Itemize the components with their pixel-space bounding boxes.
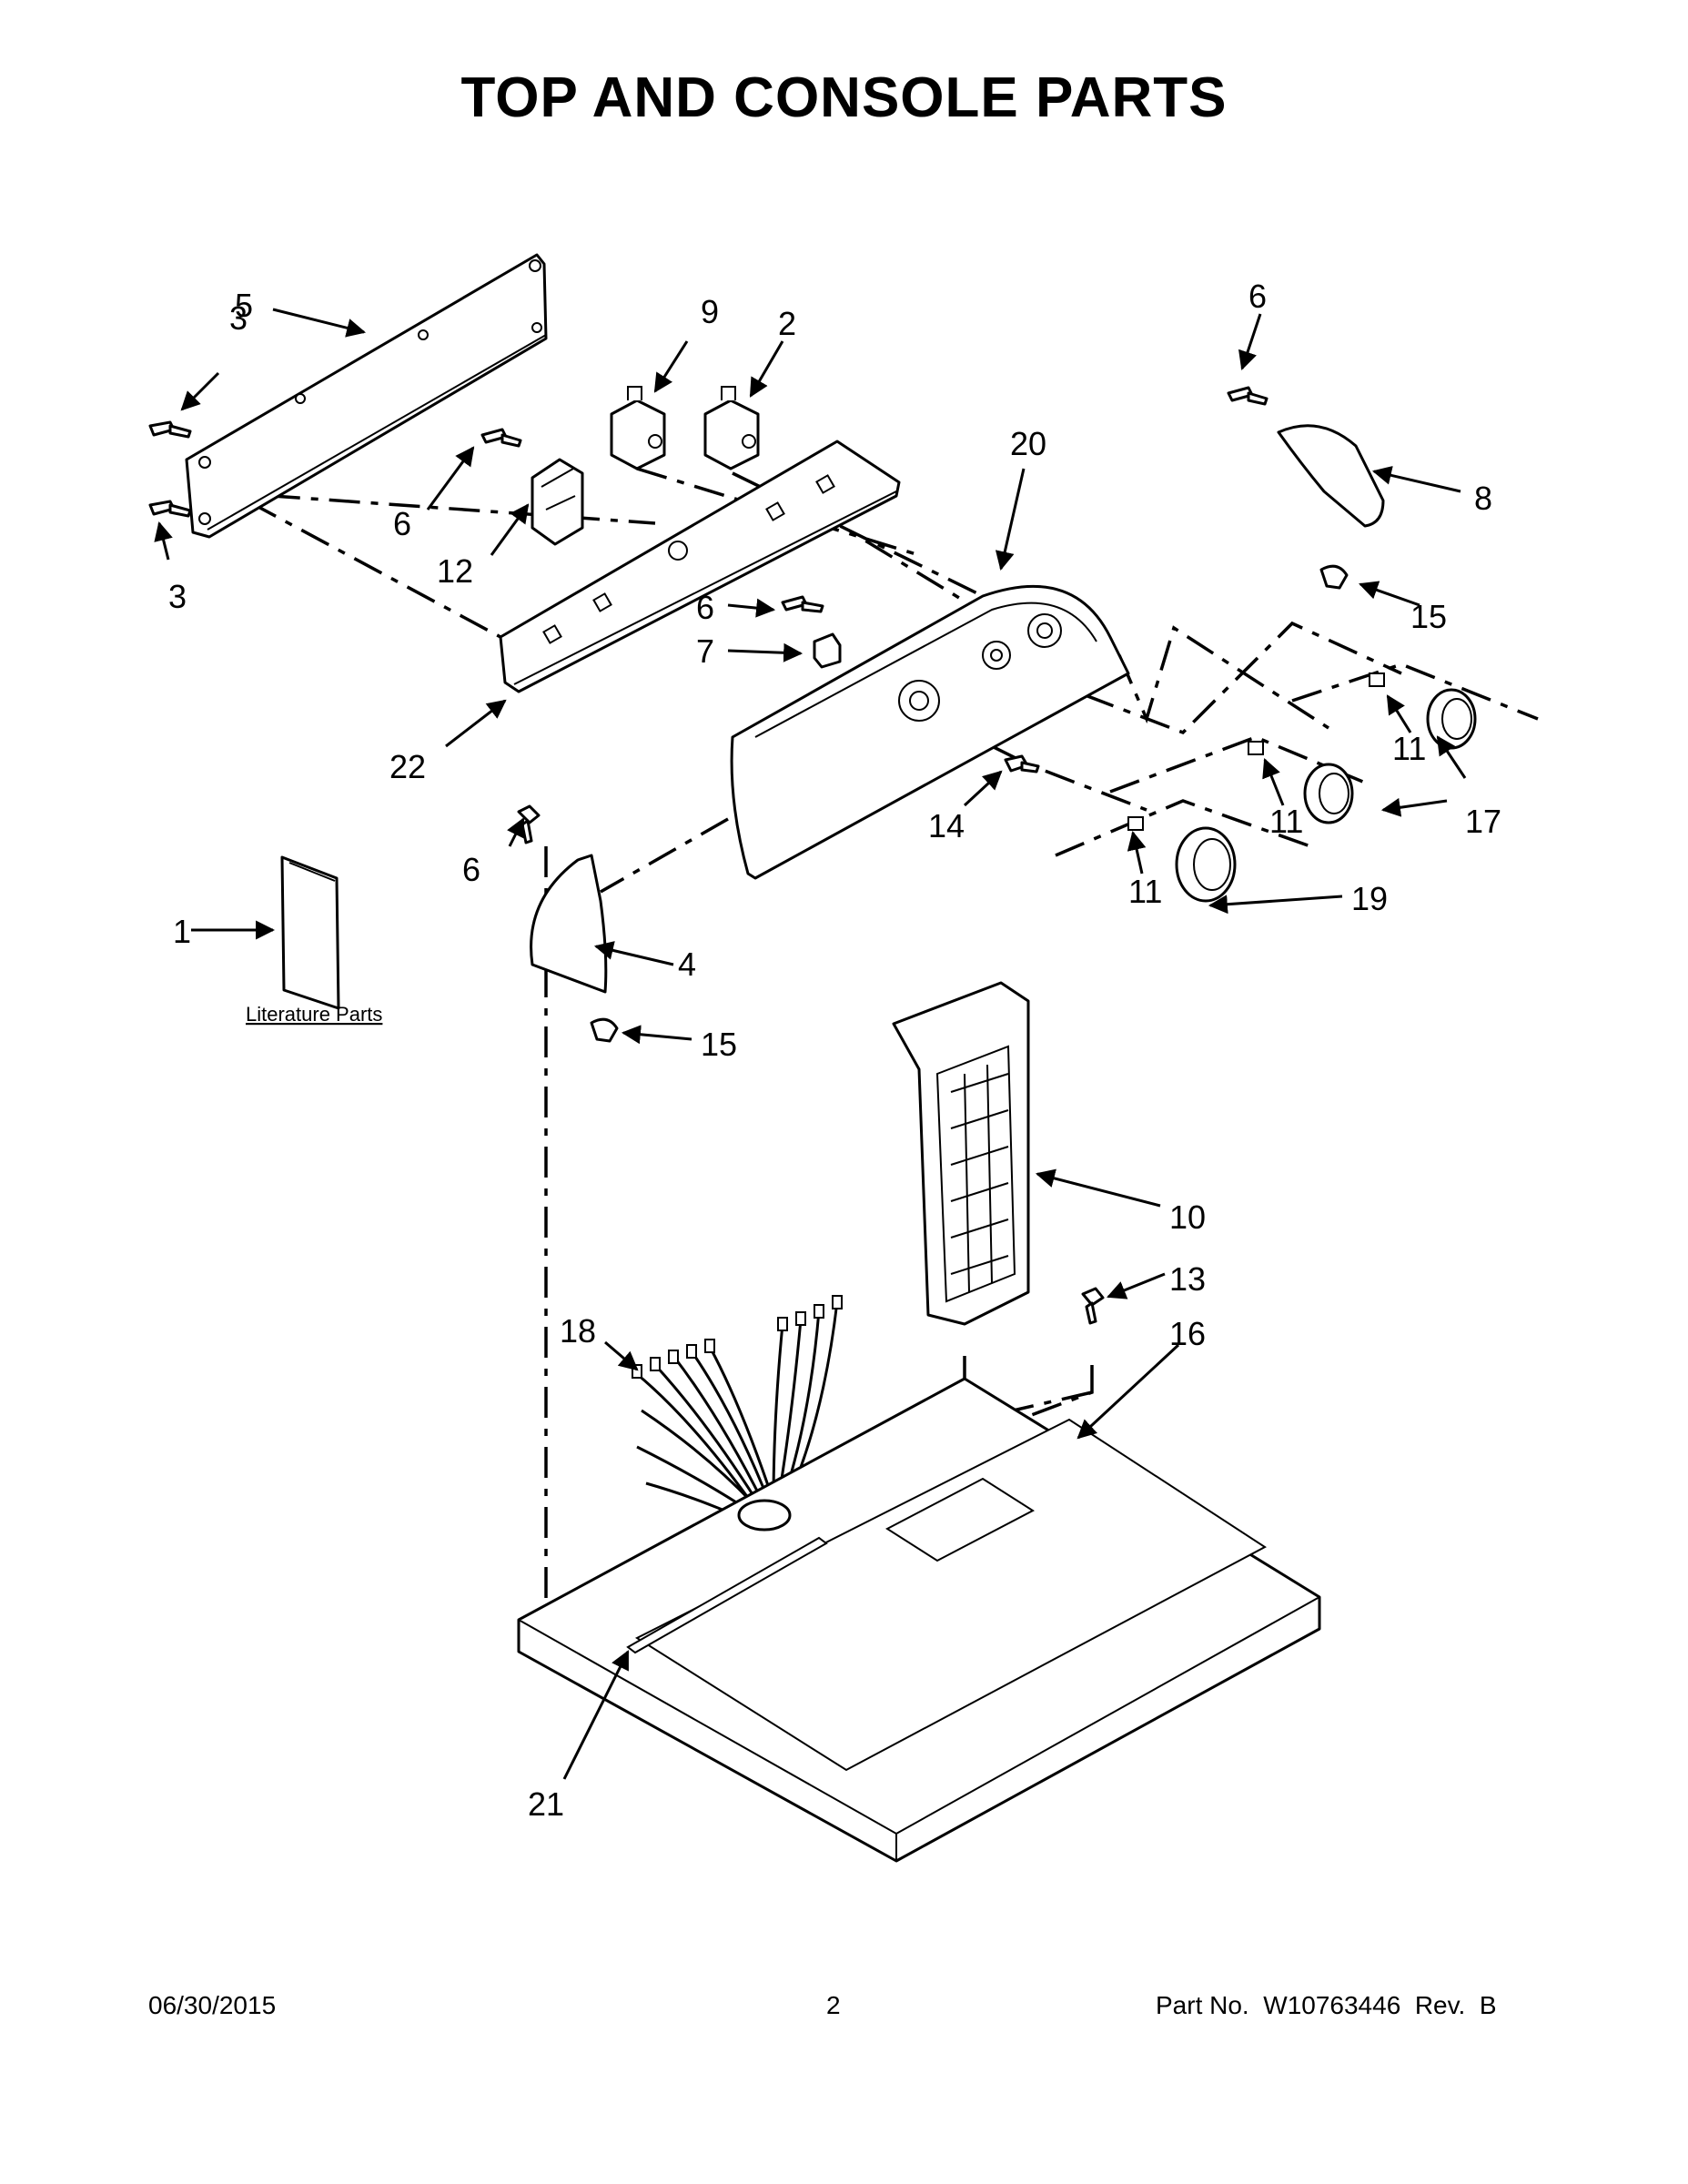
callout-3: 3: [229, 299, 248, 337]
callout-6: 6: [393, 505, 411, 542]
callout-6: 6: [462, 851, 480, 888]
callout-labels: 1 2 3 3 4 5 6 6 6 6 7 8 9 10 11 11 11 12…: [168, 278, 1501, 1823]
screw-part: [148, 420, 192, 518]
callout-11: 11: [1269, 803, 1303, 840]
callout-leaders: [154, 308, 1467, 1780]
callout-3: 3: [168, 578, 187, 615]
callout-19: 19: [1351, 880, 1388, 917]
literature-parts-link[interactable]: Literature Parts: [246, 1003, 382, 1026]
rear-panel-part: [185, 253, 548, 539]
callout-1: 1: [173, 913, 191, 950]
callout-8: 8: [1474, 480, 1492, 517]
switch-part: [610, 386, 760, 470]
lint-screen-part: [892, 981, 1030, 1326]
callout-4: 4: [678, 945, 696, 983]
footer-part-number: Part No. W10763446 Rev. B: [1156, 1991, 1497, 2019]
console-part: [730, 584, 1130, 880]
callout-11: 11: [1128, 873, 1162, 910]
page-title: TOP AND CONSOLE PARTS: [460, 66, 1228, 129]
end-cap-part: [530, 854, 608, 994]
callout-7: 7: [696, 632, 714, 670]
top-panel-part: [517, 1377, 1321, 1863]
footer-page-number: 2: [826, 1991, 841, 2019]
callout-16: 16: [1169, 1315, 1206, 1352]
literature-part: [280, 855, 340, 1010]
callout-22: 22: [389, 748, 426, 785]
callout-12: 12: [437, 552, 473, 590]
callout-18: 18: [560, 1312, 596, 1350]
callout-20: 20: [1010, 425, 1046, 462]
wire-harness-part: [632, 1295, 843, 1531]
callout-6: 6: [696, 589, 714, 626]
end-cap-part: [1277, 424, 1385, 528]
small-hardware: [480, 386, 1269, 1325]
callout-17: 17: [1465, 803, 1501, 840]
callout-9: 9: [701, 293, 719, 330]
callout-21: 21: [528, 1785, 564, 1823]
callout-5: 5: [235, 287, 253, 324]
callout-2: 2: [778, 305, 796, 342]
callout-14: 14: [928, 807, 965, 844]
clip-part: [590, 564, 1349, 1043]
callout-15: 15: [1410, 598, 1447, 635]
callout-6: 6: [1248, 278, 1267, 315]
callout-11: 11: [1392, 730, 1426, 767]
footer-date: 06/30/2015: [148, 1991, 277, 2019]
knob-part: [1127, 672, 1477, 903]
timer-part: [531, 458, 584, 546]
callout-13: 13: [1169, 1260, 1206, 1298]
callout-15: 15: [701, 1026, 737, 1063]
console-bracket-part: [499, 440, 901, 693]
callout-10: 10: [1169, 1198, 1206, 1236]
